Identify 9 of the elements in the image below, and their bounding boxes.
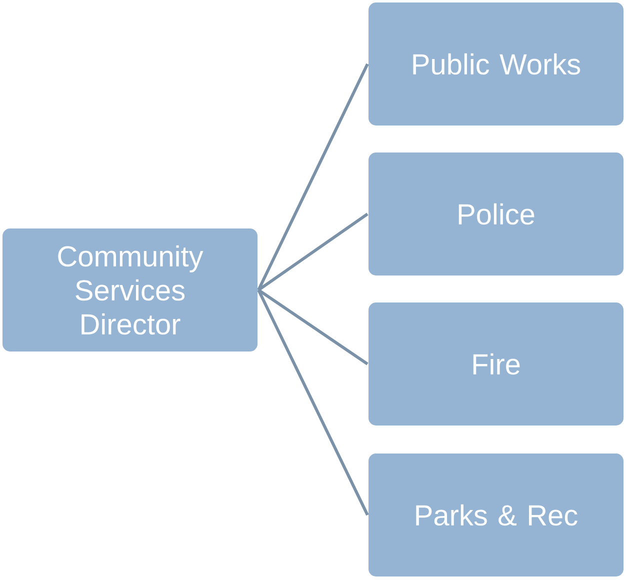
department-box: Police bbox=[368, 152, 624, 276]
director-box: Community Services Director bbox=[2, 228, 258, 352]
connector-line bbox=[257, 289, 369, 516]
connector-line bbox=[257, 63, 369, 291]
department-box: Fire bbox=[368, 302, 624, 426]
department-box: Parks & Rec bbox=[368, 452, 624, 578]
department-box: Public Works bbox=[368, 2, 624, 126]
connector-line bbox=[258, 288, 368, 366]
connector-line bbox=[258, 212, 368, 292]
